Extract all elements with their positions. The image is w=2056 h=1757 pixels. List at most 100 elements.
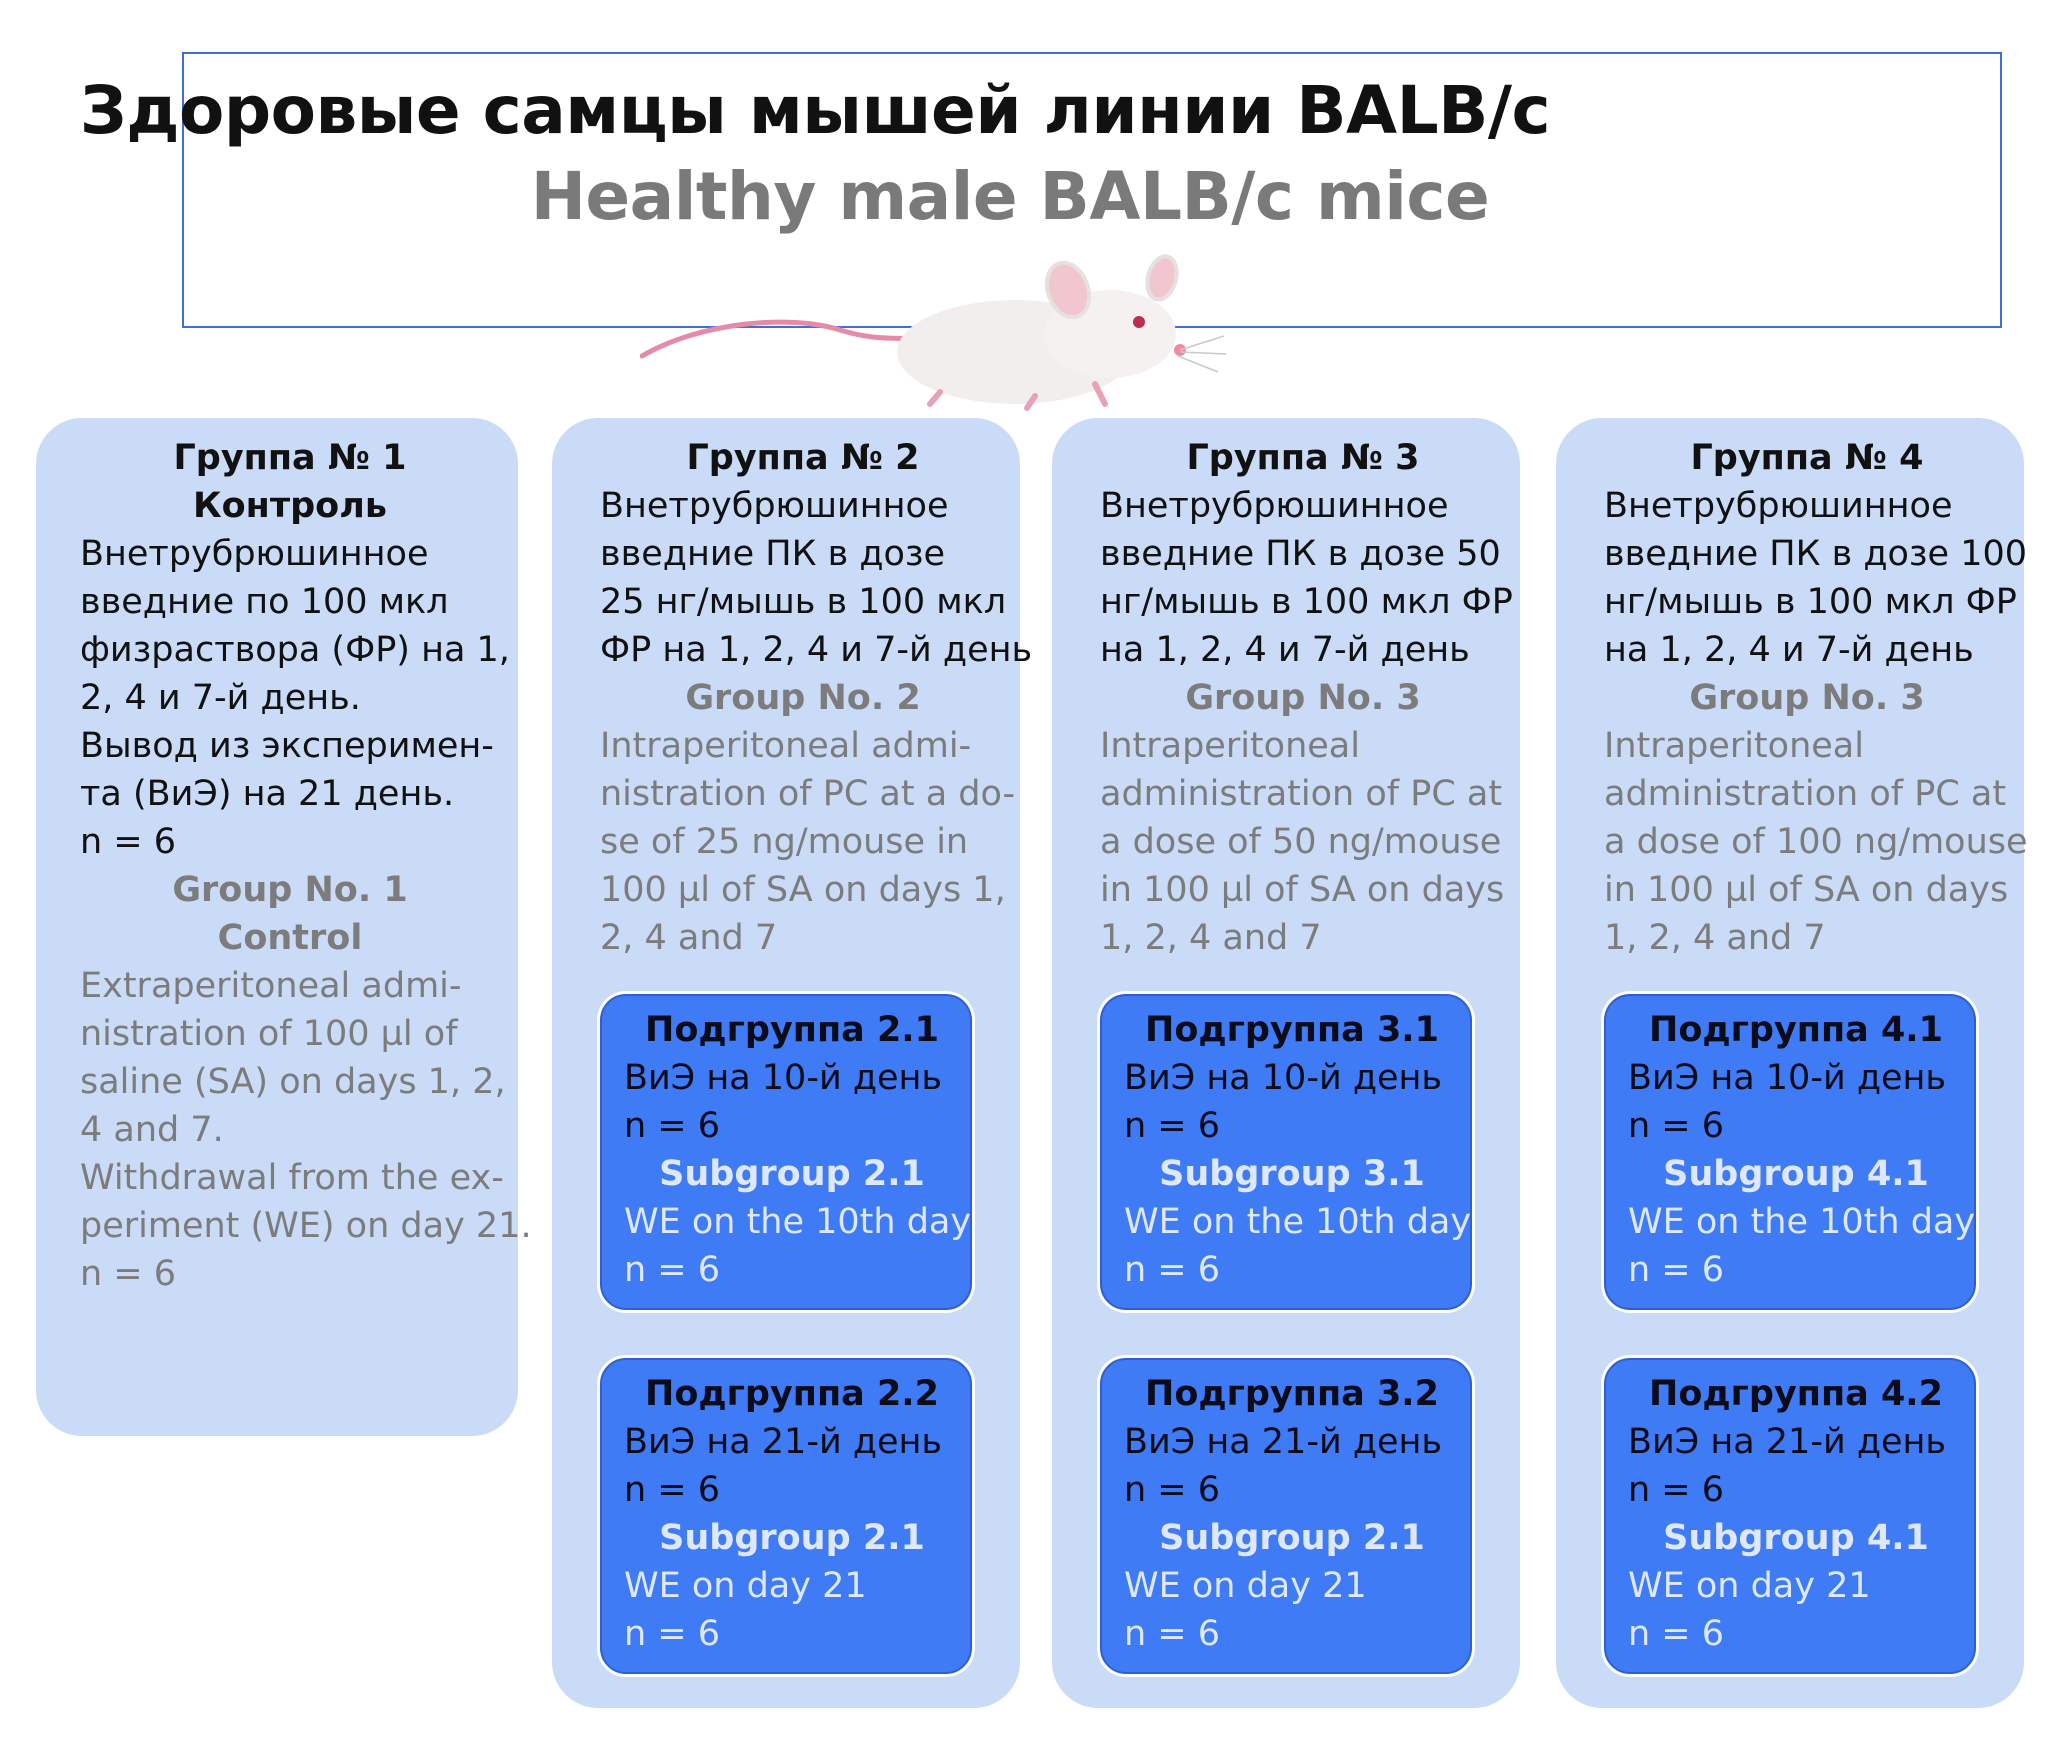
group-3-en-line: Intraperitoneal — [1100, 726, 1360, 766]
group-4-en-line: administration of PC at — [1604, 774, 2007, 814]
group-1-en-line: Extraperitoneal admi- — [80, 966, 462, 1006]
group-3-title: Группа № 3 — [1186, 438, 1420, 478]
group-1-ru-line: 2, 4 и 7-й день. — [80, 678, 361, 718]
subgroup-2-2-ru-text: ВиЭ на 21-й день — [624, 1422, 943, 1462]
group-3-ru-line: введние ПК в дозе 50 — [1100, 534, 1501, 574]
group-2-ru-line: ФР на 1, 2, 4 и 7-й день — [600, 630, 1033, 670]
subgroup-2-1-title: Подгруппа 2.1 — [645, 1010, 939, 1050]
subgroup-3-2-ru-n: n = 6 — [1124, 1470, 1221, 1510]
group-2-en-line: Intraperitoneal admi- — [600, 726, 972, 766]
group-1-ru-line: Внетрубрюшинное — [80, 534, 429, 574]
group-1-en-subtitle: Control — [217, 918, 363, 958]
subgroup-2-2-en-n: n = 6 — [624, 1614, 721, 1654]
group-1-en-n: n = 6 — [80, 1254, 177, 1294]
subgroup-2-1-en-title: Subgroup 2.1 — [659, 1154, 925, 1194]
group-4-ru-line: Внетрубрюшинное — [1604, 486, 1953, 526]
group-3-ru-line: Внетрубрюшинное — [1100, 486, 1449, 526]
subgroup-3-1-card: Подгруппа 3.1 ВиЭ на 10-й день n = 6 Sub… — [1100, 994, 1472, 1310]
subgroup-2-1-ru-n: n = 6 — [624, 1106, 721, 1146]
subgroup-3-2-title: Подгруппа 3.2 — [1145, 1374, 1439, 1414]
group-1-card: Группа № 1 Контроль Внетрубрюшинное введ… — [36, 418, 532, 1436]
subgroup-4-2-card: Подгруппа 4.2 ВиЭ на 21-й день n = 6 Sub… — [1604, 1358, 1976, 1674]
group-4-en-title: Group No. 3 — [1689, 678, 1925, 718]
group-1-title: Группа № 1 — [173, 438, 407, 478]
subgroup-3-1-ru-text: ВиЭ на 10-й день — [1124, 1058, 1443, 1098]
subgroup-4-1-ru-n: n = 6 — [1628, 1106, 1725, 1146]
group-1-en-line: periment (WE) on day 21. — [80, 1206, 532, 1246]
group-1-ru-line: та (ВиЭ) на 21 день. — [80, 774, 455, 814]
group-1-en-title: Group No. 1 — [172, 870, 408, 910]
subgroup-3-1-en-title: Subgroup 3.1 — [1159, 1154, 1425, 1194]
group-3-en-line: 1, 2, 4 and 7 — [1100, 918, 1322, 958]
subgroup-4-2-ru-n: n = 6 — [1628, 1470, 1725, 1510]
subgroup-4-1-en-text: WE on the 10th day — [1628, 1202, 1976, 1242]
group-2-title: Группа № 2 — [686, 438, 920, 478]
group-2-en-title: Group No. 2 — [685, 678, 921, 718]
group-3-card: Группа № 3 Внетрубрюшинное введние ПК в … — [1052, 418, 1520, 1708]
group-2-ru-line: введние ПК в дозе — [600, 534, 946, 574]
subgroup-2-1-card: Подгруппа 2.1 ВиЭ на 10-й день n = 6 Sub… — [600, 994, 972, 1310]
group-4-title: Группа № 4 — [1690, 438, 1924, 478]
group-2-card: Группа № 2 Внетрубрюшинное введние ПК в … — [552, 418, 1033, 1708]
group-2-en-line: 100 µl of SA on days 1, — [600, 870, 1006, 910]
group-1-en-line: Withdrawal from the ex- — [80, 1158, 504, 1198]
group-1-en-line: nistration of 100 µl of — [80, 1014, 458, 1054]
subgroup-4-1-title: Подгруппа 4.1 — [1649, 1010, 1943, 1050]
subgroup-4-2-title: Подгруппа 4.2 — [1649, 1374, 1943, 1414]
group-3-en-line: administration of PC at — [1100, 774, 1503, 814]
group-1-ru-n: n = 6 — [80, 822, 177, 862]
group-1-en-line: 4 and 7. — [80, 1110, 224, 1150]
group-2-ru-line: Внетрубрюшинное — [600, 486, 949, 526]
subgroup-3-2-en-n: n = 6 — [1124, 1614, 1221, 1654]
group-2-en-line: nistration of PC at a do- — [600, 774, 1016, 814]
group-4-ru-line: введние ПК в дозе 100 — [1604, 534, 2028, 574]
subgroup-3-1-en-text: WE on the 10th day — [1124, 1202, 1472, 1242]
subgroup-2-2-card: Подгруппа 2.2 ВиЭ на 21-й день n = 6 Sub… — [600, 1358, 972, 1674]
subgroup-3-2-ru-text: ВиЭ на 21-й день — [1124, 1422, 1443, 1462]
subgroup-4-1-en-n: n = 6 — [1628, 1250, 1725, 1290]
group-1-ru-line: физраствора (ФР) на 1, — [80, 630, 510, 670]
subgroup-3-2-en-text: WE on day 21 — [1124, 1566, 1367, 1606]
group-4-card: Группа № 4 Внетрубрюшинное введние ПК в … — [1556, 418, 2028, 1708]
subgroup-2-2-en-title: Subgroup 2.1 — [659, 1518, 925, 1558]
subgroup-2-2-en-text: WE on day 21 — [624, 1566, 867, 1606]
group-2-en-line: 2, 4 and 7 — [600, 918, 778, 958]
subgroup-2-1-en-text: WE on the 10th day — [624, 1202, 972, 1242]
subgroup-3-1-ru-n: n = 6 — [1124, 1106, 1221, 1146]
subgroup-4-1-en-title: Subgroup 4.1 — [1663, 1154, 1929, 1194]
subgroup-3-2-en-title: Subgroup 2.1 — [1159, 1518, 1425, 1558]
group-3-en-line: a dose of 50 ng/mouse — [1100, 822, 1502, 862]
group-3-ru-line: на 1, 2, 4 и 7-й день — [1100, 630, 1470, 670]
group-2-en-line: se of 25 ng/mouse in — [600, 822, 969, 862]
title-russian: Здоровые самцы мышей линии BALB/c — [79, 72, 1551, 149]
group-3-ru-line: нг/мышь в 100 мкл ФР — [1100, 582, 1513, 622]
subgroup-2-1-en-n: n = 6 — [624, 1250, 721, 1290]
subgroup-2-2-ru-n: n = 6 — [624, 1470, 721, 1510]
subgroup-4-2-en-n: n = 6 — [1628, 1614, 1725, 1654]
group-3-en-title: Group No. 3 — [1185, 678, 1421, 718]
group-4-en-line: Intraperitoneal — [1604, 726, 1864, 766]
subgroup-4-1-ru-text: ВиЭ на 10-й день — [1628, 1058, 1947, 1098]
group-4-en-line: a dose of 100 ng/mouse — [1604, 822, 2028, 862]
group-4-en-line: 1, 2, 4 and 7 — [1604, 918, 1826, 958]
group-1-en-line: saline (SA) on days 1, 2, — [80, 1062, 506, 1102]
subgroup-4-2-en-text: WE on day 21 — [1628, 1566, 1871, 1606]
group-1-ru-line: введние по 100 мкл — [80, 582, 449, 622]
subgroup-2-2-title: Подгруппа 2.2 — [645, 1374, 939, 1414]
group-2-ru-line: 25 нг/мышь в 100 мкл — [600, 582, 1007, 622]
subgroup-4-2-en-title: Subgroup 4.1 — [1663, 1518, 1929, 1558]
group-3-en-line: in 100 µl of SA on days — [1100, 870, 1505, 910]
subgroup-4-2-ru-text: ВиЭ на 21-й день — [1628, 1422, 1947, 1462]
group-4-en-line: in 100 µl of SA on days — [1604, 870, 2009, 910]
subgroup-2-1-ru-text: ВиЭ на 10-й день — [624, 1058, 943, 1098]
subgroup-3-1-title: Подгруппа 3.1 — [1145, 1010, 1439, 1050]
subgroup-3-2-card: Подгруппа 3.2 ВиЭ на 21-й день n = 6 Sub… — [1100, 1358, 1472, 1674]
group-4-ru-line: нг/мышь в 100 мкл ФР — [1604, 582, 2017, 622]
subgroup-3-1-en-n: n = 6 — [1124, 1250, 1221, 1290]
group-1-subtitle: Контроль — [193, 486, 387, 526]
group-4-ru-line: на 1, 2, 4 и 7-й день — [1604, 630, 1974, 670]
subgroup-4-1-card: Подгруппа 4.1 ВиЭ на 10-й день n = 6 Sub… — [1604, 994, 1976, 1310]
mouse-illustration — [640, 254, 1227, 411]
title-english: Healthy male BALB/c mice — [530, 158, 1490, 235]
group-1-ru-line: Вывод из эксперимен- — [80, 726, 494, 766]
